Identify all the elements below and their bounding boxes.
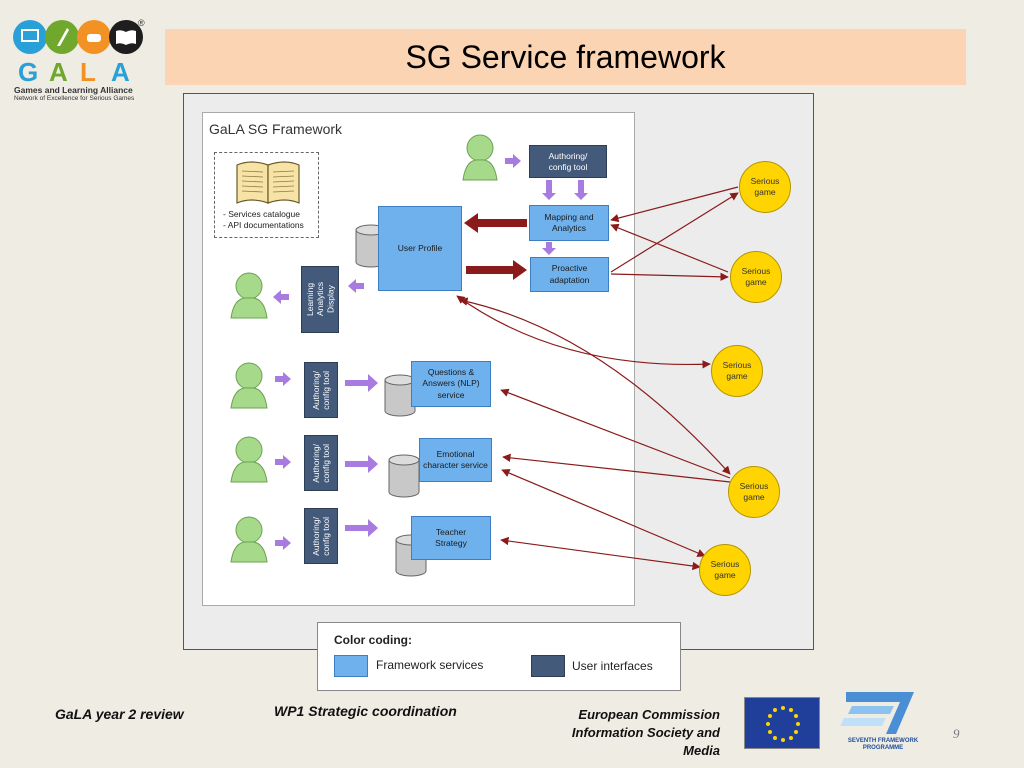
ec-line-3: Media bbox=[683, 743, 720, 759]
proactive-adaptation-label: Proactive adaptation bbox=[549, 263, 590, 285]
color-coding-legend: Color coding: Framework services User in… bbox=[317, 622, 681, 691]
teacher-authoring-tool: Authoring/ config tool bbox=[304, 508, 338, 564]
qa-nlp-service: Questions & Answers (NLP) service bbox=[411, 361, 491, 407]
eu-flag-icon bbox=[744, 697, 820, 749]
qa-authoring-tool: Authoring/ config tool bbox=[304, 362, 338, 418]
registered-mark: ® bbox=[138, 18, 145, 28]
serious-game-4: Serious game bbox=[728, 466, 780, 518]
emotional-authoring-tool: Authoring/ config tool bbox=[304, 435, 338, 491]
user-profile-label: User Profile bbox=[397, 242, 443, 253]
gala-logo-circles bbox=[13, 20, 143, 54]
learning-analytics-display-label: Learning Analytics Display bbox=[304, 282, 336, 317]
top-authoring-tool-label: Authoring/ config tool bbox=[548, 150, 588, 172]
teacher-strategy-service: Teacher Strategy bbox=[411, 516, 491, 560]
teacher-strategy-service-label: Teacher Strategy bbox=[435, 526, 467, 548]
footer-european-commission: European Commission Information Society … bbox=[530, 706, 720, 761]
fp7-logo: SEVENTH FRAMEWORK PROGRAMME bbox=[838, 688, 928, 756]
legend-label-framework: Framework services bbox=[376, 658, 484, 672]
user-profile-service: User Profile bbox=[378, 206, 462, 291]
serious-game-3: Serious game bbox=[711, 345, 763, 397]
footer-wp1-label: WP1 Strategic coordination bbox=[274, 703, 457, 719]
title-bar: SG Service framework bbox=[165, 29, 966, 85]
legend-swatch-ui bbox=[531, 655, 565, 677]
fp7-line-1: SEVENTH FRAMEWORK bbox=[847, 738, 919, 744]
page-number: 9 bbox=[953, 726, 960, 741]
teacher-authoring-tool-label: Authoring/ config tool bbox=[310, 516, 331, 556]
mapping-analytics-service: Mapping and Analytics bbox=[529, 205, 609, 241]
catalogue-line-1: - Services catalogue bbox=[223, 209, 301, 219]
learning-analytics-display: Learning Analytics Display bbox=[301, 266, 339, 333]
legend-swatch-framework bbox=[334, 655, 368, 677]
logo-letter: L bbox=[80, 58, 96, 84]
qa-nlp-service-label: Questions & Answers (NLP) service bbox=[422, 367, 480, 400]
emotional-authoring-tool-label: Authoring/ config tool bbox=[310, 443, 331, 483]
proactive-adaptation-service: Proactive adaptation bbox=[530, 257, 609, 292]
emotional-character-service-label: Emotional character service bbox=[423, 448, 488, 470]
book-icon bbox=[236, 161, 300, 204]
legend-label-ui: User interfaces bbox=[572, 659, 653, 673]
serious-game-2: Serious game bbox=[730, 251, 782, 303]
footer-review-label: GaLA year 2 review bbox=[55, 706, 184, 722]
logo-tagline-1: Games and Learning Alliance bbox=[14, 85, 133, 95]
legend-title: Color coding: bbox=[334, 633, 412, 647]
services-catalogue-box: - Services catalogue - API documentation… bbox=[214, 152, 319, 238]
logo-tagline-2: Network of Excellence for Serious Games bbox=[14, 95, 135, 102]
top-authoring-tool: Authoring/ config tool bbox=[529, 145, 607, 178]
ec-line-1: European Commission bbox=[578, 707, 720, 722]
qa-authoring-tool-label: Authoring/ config tool bbox=[310, 370, 331, 410]
mapping-analytics-label: Mapping and Analytics bbox=[544, 211, 594, 233]
fp7-line-2: PROGRAMME bbox=[862, 744, 904, 751]
logo-letter: A bbox=[111, 58, 130, 84]
ec-line-2: Information Society and bbox=[571, 725, 720, 741]
logo-letter: G bbox=[18, 58, 38, 84]
logo-letter: A bbox=[49, 58, 68, 84]
slide-title: SG Service framework bbox=[405, 39, 726, 75]
catalogue-line-2: - API documentations bbox=[223, 220, 304, 230]
serious-game-1: Serious game bbox=[739, 161, 791, 213]
fp7-seven-icon bbox=[840, 692, 914, 734]
serious-game-5: Serious game bbox=[699, 544, 751, 596]
framework-title: GaLA SG Framework bbox=[209, 121, 343, 137]
fp7-text: SEVENTH FRAMEWORK PROGRAMME bbox=[838, 738, 928, 752]
emotional-character-service: Emotional character service bbox=[419, 438, 492, 482]
